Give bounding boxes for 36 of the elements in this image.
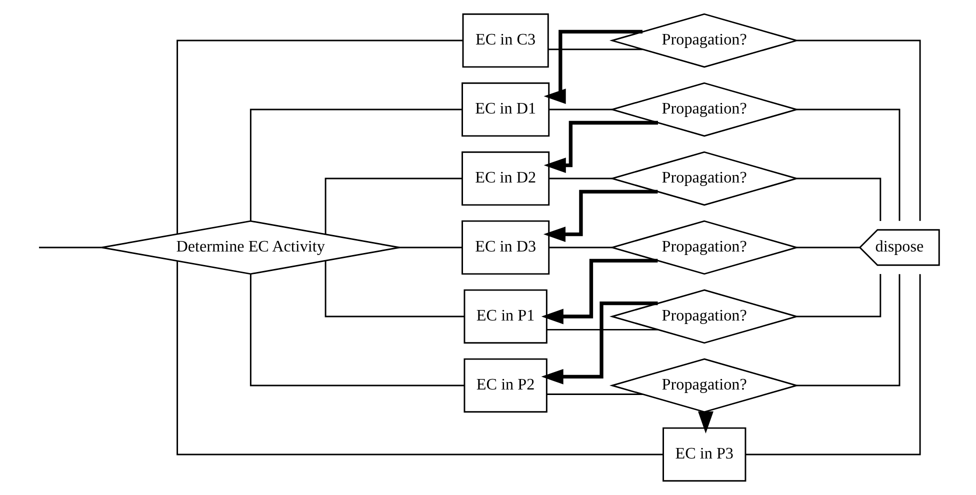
node-box: EC in D1: [461, 82, 550, 137]
connector: [548, 246, 612, 248]
arrow: [542, 190, 658, 242]
connector: [176, 40, 462, 234]
arrow: [540, 258, 658, 324]
connector: [548, 108, 612, 110]
arrow: [543, 120, 658, 174]
node-diamond: Propagation?: [608, 13, 799, 68]
connector: [38, 246, 102, 248]
node-box: EC in D3: [461, 220, 550, 275]
node-box: EC in P1: [463, 289, 547, 344]
connector: [324, 260, 464, 318]
connector: [249, 274, 464, 386]
connector: [796, 274, 881, 318]
connector: [745, 274, 920, 456]
node-diamond: Propagation?: [608, 289, 799, 344]
connector: [796, 246, 859, 248]
connector: [796, 108, 900, 221]
connector: [249, 108, 462, 221]
node-box: EC in P3: [662, 427, 746, 482]
connector: [796, 178, 881, 222]
node-diamond: Determine EC Activity: [100, 220, 400, 275]
connector: [548, 178, 612, 180]
connector: [546, 394, 642, 396]
node-box: EC in D2: [461, 151, 550, 206]
connector: [546, 328, 658, 330]
node-box: EC in C3: [462, 13, 548, 68]
connector: [796, 274, 900, 386]
node-box: EC in P2: [463, 358, 547, 413]
connector: [324, 178, 462, 234]
connector: [796, 40, 920, 221]
connector: [548, 48, 642, 50]
arrow: [543, 30, 642, 104]
connector: [176, 261, 663, 456]
arrow: [540, 301, 658, 384]
connector: [398, 246, 462, 248]
